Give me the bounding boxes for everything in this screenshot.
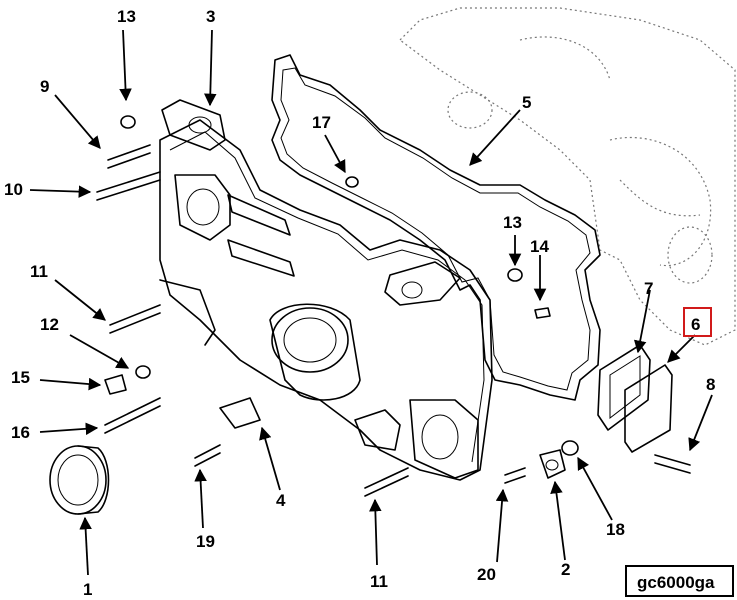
callout-18: 18 <box>606 520 625 539</box>
leader-18 <box>577 456 613 521</box>
leader-19 <box>194 468 207 529</box>
callout-10: 10 <box>4 180 23 199</box>
callout-13a: 13 <box>117 7 136 26</box>
highlight-box-6 <box>683 307 712 337</box>
leader-1 <box>79 516 92 576</box>
engine-block-ghost <box>399 7 736 346</box>
leader-10 <box>29 185 92 198</box>
callout-16: 16 <box>11 423 30 442</box>
leader-20 <box>495 488 509 563</box>
callout-17: 17 <box>312 113 331 132</box>
callout-9: 9 <box>40 77 49 96</box>
leader-lines <box>29 29 713 576</box>
callout-13b: 13 <box>503 213 522 232</box>
gear-housing <box>159 119 493 481</box>
figure-id-box: gc6000ga <box>625 565 734 597</box>
leader-9 <box>54 94 101 149</box>
access-cover-plates <box>597 344 673 453</box>
callout-11b: 11 <box>370 572 388 591</box>
callout-2: 2 <box>561 560 570 579</box>
callout-1: 1 <box>83 580 92 599</box>
callout-14: 14 <box>530 237 549 256</box>
callout-3: 3 <box>206 7 215 26</box>
leader-11b <box>369 498 382 566</box>
callout-11a: 11 <box>30 262 48 281</box>
front-seal <box>49 445 110 515</box>
top-bracket <box>161 99 226 151</box>
leader-6 <box>667 334 696 363</box>
leader-13a <box>119 29 132 102</box>
callout-12: 12 <box>40 315 59 334</box>
callout-5: 5 <box>522 93 531 112</box>
leader-11a <box>54 279 106 321</box>
callout-4: 4 <box>276 491 286 510</box>
leader-15 <box>39 377 102 391</box>
seal-adapter <box>269 303 361 401</box>
callout-7: 7 <box>644 279 653 298</box>
callout-8: 8 <box>706 375 715 394</box>
small-parts <box>104 115 579 479</box>
figure-id: gc6000ga <box>637 573 715 592</box>
leader-5 <box>469 109 521 166</box>
callout-19: 19 <box>196 532 215 551</box>
leader-3 <box>204 29 217 107</box>
leader-7 <box>633 289 651 354</box>
leader-8 <box>688 394 713 452</box>
callout-20: 20 <box>477 565 496 584</box>
leader-2 <box>550 480 566 561</box>
callout-15: 15 <box>11 368 30 387</box>
leader-17 <box>324 134 346 174</box>
callout-6: 6 <box>691 315 700 334</box>
leader-16 <box>39 422 99 436</box>
bolts <box>96 144 691 497</box>
leader-4 <box>259 426 281 491</box>
callout-labels: 13 3 9 10 17 5 13 14 11 12 15 16 1 19 4 … <box>4 7 715 599</box>
front-cover-gasket <box>271 54 601 401</box>
leader-12 <box>69 334 130 369</box>
